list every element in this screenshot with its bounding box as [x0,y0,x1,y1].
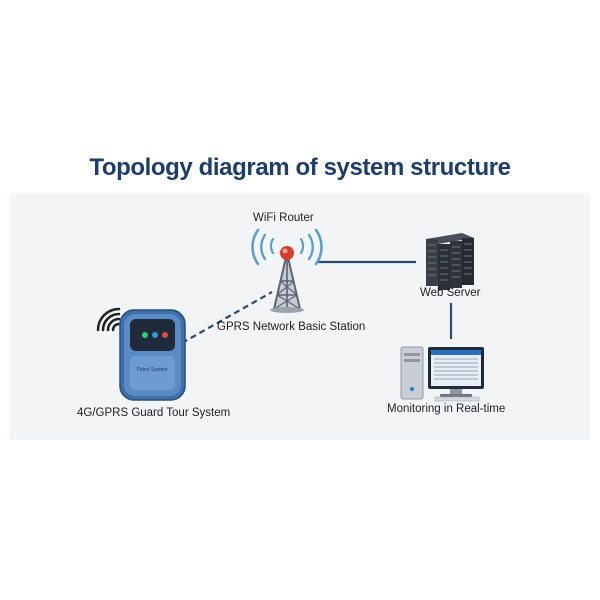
router-label: WiFi Router [253,212,314,224]
monitor-computer-icon [400,346,484,402]
monitor-label: Monitoring in Real-time [387,403,506,415]
guard-device-icon: Patrol System [119,309,186,401]
diagram-canvas: Patrol System [96,228,484,402]
device-screen-text: Patrol System [136,367,167,373]
wifi-signal-icon [251,228,323,266]
device-signal-icon [96,307,121,332]
server-label: Web Server [420,287,481,299]
page-title: Topology diagram of system structure [89,154,511,181]
device-label: 4G/GPRS Guard Tour System [77,407,231,419]
link-device-station [181,291,273,344]
server-rack-icon [426,233,474,290]
station-label: GPRS Network Basic Station [217,321,366,333]
diagram-panel: Patrol System WiFi R [10,193,590,440]
tower-icon [270,246,304,313]
